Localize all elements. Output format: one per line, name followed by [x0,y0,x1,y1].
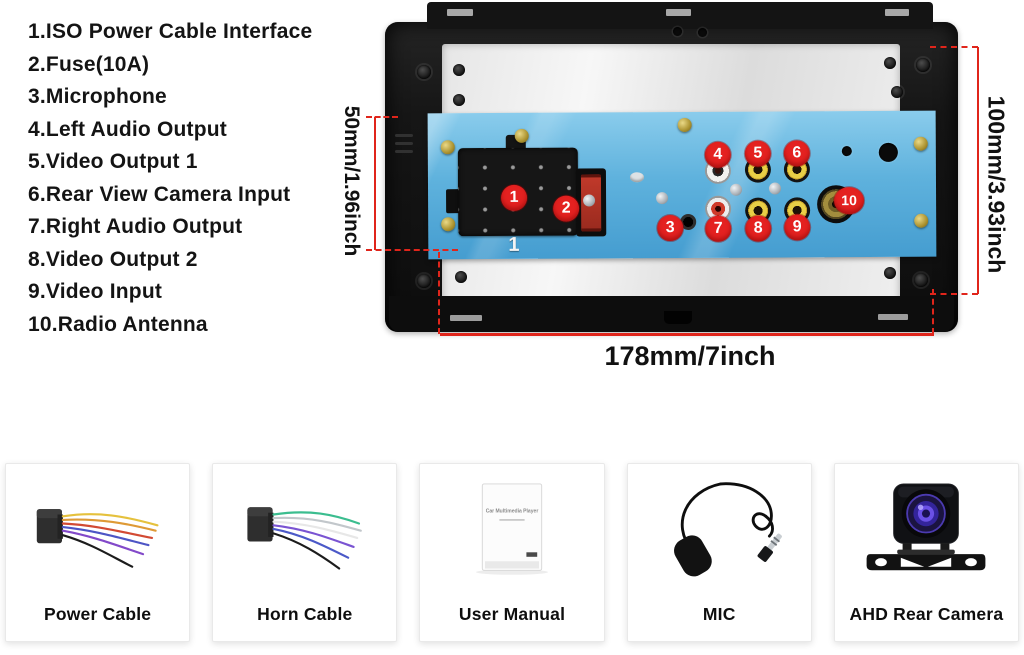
legend-item-4: 4.Left Audio Output [28,117,227,141]
legend-item-8: 8.Video Output 2 [28,247,198,271]
screw [656,192,669,205]
callout-2: 2 [553,195,580,222]
callout-7: 7 [705,215,732,242]
screw [913,136,928,151]
horn-cable-image [247,507,362,570]
grommet [417,65,431,79]
card-rear-camera: AHD Rear Camera [833,463,1020,642]
rear-camera-image [867,483,986,571]
dim-extension-line [366,249,458,251]
bottom-notch [664,311,692,324]
screw [453,94,465,106]
standoff [629,172,644,183]
grommet [916,58,930,72]
dim-label-panel-height: 50mm/1.96inch [340,105,363,257]
legend-item-7: 7.Right Audio Output [28,215,243,238]
manual-cover-title: Car Multimedia Player [486,509,539,515]
screw [914,213,929,228]
screw [440,140,455,155]
callout-4: 4 [704,141,731,168]
dim-extension-line [932,289,934,334]
unit-bottom-bar [389,296,954,332]
mount-tab [447,9,473,16]
side-vent [395,142,413,145]
screw [729,183,743,196]
vent-hole [698,28,707,37]
screw [455,271,467,283]
screw [884,267,896,279]
screw [453,64,465,76]
card-user-manual: Car Multimedia Player User Manual [419,463,605,642]
card-label-user-manual: User Manual [458,604,566,624]
user-manual-image: Car Multimedia Player [476,483,548,575]
card-mic: MIC [626,463,812,642]
power-cable-image [36,509,159,568]
callout-10: 10 [834,187,865,215]
callout-1: 1 [500,184,528,211]
side-vent [395,134,413,137]
mount-tab [666,9,691,16]
screw [441,217,456,232]
mic-image [674,482,783,577]
legend-item-5: 5.Video Output 1 [28,150,198,173]
screw [677,117,692,133]
callout-5: 5 [744,140,771,167]
unit-top-bar [427,2,933,29]
card-label-power-cable: Power Cable [43,604,152,624]
screw [768,182,782,195]
callout-9: 9 [784,214,811,241]
dim-label-unit-height: 100mm/3.93inch [983,95,1010,274]
callout-6: 6 [783,140,810,167]
panel-print-label: 1 [508,233,520,256]
legend-item-1: 1.ISO Power Cable Interface [28,20,313,43]
callout-3: 3 [657,214,684,242]
side-vent [395,150,413,153]
dim-extension-line [366,116,398,118]
vent-hole [673,27,682,36]
screw [891,86,903,98]
card-horn-cable: Horn Cable [212,463,398,642]
legend-item-3: 3.Microphone [28,85,167,108]
grommet [417,274,431,288]
legend-item-2: 2.Fuse(10A) [28,52,150,76]
dim-line-unit-width [440,333,934,336]
screw [514,128,529,143]
dim-line-unit-height [977,47,979,294]
panel-hole [878,142,898,162]
card-label-rear-camera: AHD Rear Camera [849,604,1004,624]
card-label-horn-cable: Horn Cable [257,604,353,624]
screw [583,194,596,207]
legend-item-10: 10.Radio Antenna [28,312,208,336]
dim-line-panel-height [374,117,376,250]
head-unit-rear-view: 1 2 3 4 5 6 7 8 9 10 1 [385,2,960,334]
dim-extension-line [930,46,978,48]
card-label-mic: MIC [702,604,736,624]
callout-8: 8 [745,215,772,242]
screw [884,57,896,69]
parts-legend: 1.ISO Power Cable Interface 2.Fuse(10A) … [28,16,312,341]
dim-extension-line [438,252,440,334]
legend-item-9: 9.Video Input [28,280,163,303]
accessories-row: Power Cable Horn Cable [5,463,1020,642]
legend-item-6: 6.Rear View Camera Input [28,182,291,206]
mount-tab [885,9,909,16]
mount-tab [450,315,482,321]
card-power-cable: Power Cable [5,463,191,642]
dim-label-unit-width: 178mm/7inch [604,341,776,371]
panel-hole [841,146,852,157]
connector-panel: 1 2 3 4 5 6 7 8 9 10 1 [427,110,937,260]
mount-tab [878,314,908,320]
dim-extension-line [930,293,978,295]
grommet [914,273,928,287]
